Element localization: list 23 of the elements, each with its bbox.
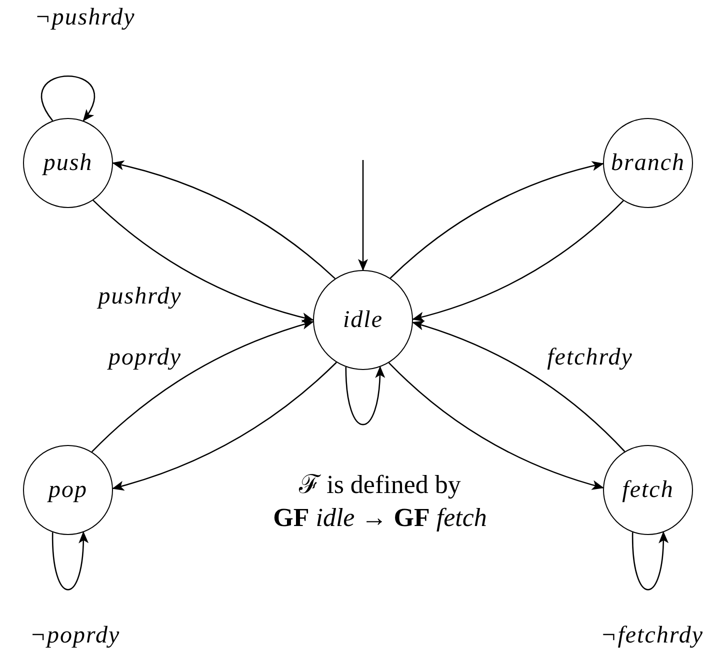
transition-arrow [112,362,337,490]
self-loop-arrow [345,366,385,425]
note-text: ℱ is defined by [299,469,461,501]
edge-label: poprdy [106,344,184,372]
self-loop-arrow [52,531,88,590]
transition-arrow [412,320,626,452]
transition-arrow [112,160,336,280]
state-label: push [43,150,93,176]
transition-arrow [390,161,604,279]
state-label: idle [343,306,383,334]
edge-label: pushrdy [96,284,184,310]
transition-arrow [91,320,314,452]
state-label: branch [611,150,685,176]
transition-arrow [92,200,314,322]
state-label: pop [48,476,88,504]
state-label: fetch [622,476,674,504]
initial-arrow [358,160,368,271]
self-loop-arrow [41,75,95,122]
transition-arrow [388,362,604,490]
transition-arrow [412,200,624,322]
note-text: GF idle → GF fetch [273,503,487,533]
edge-label: fetchrdy [545,344,635,372]
self-loop-arrow [632,531,668,590]
